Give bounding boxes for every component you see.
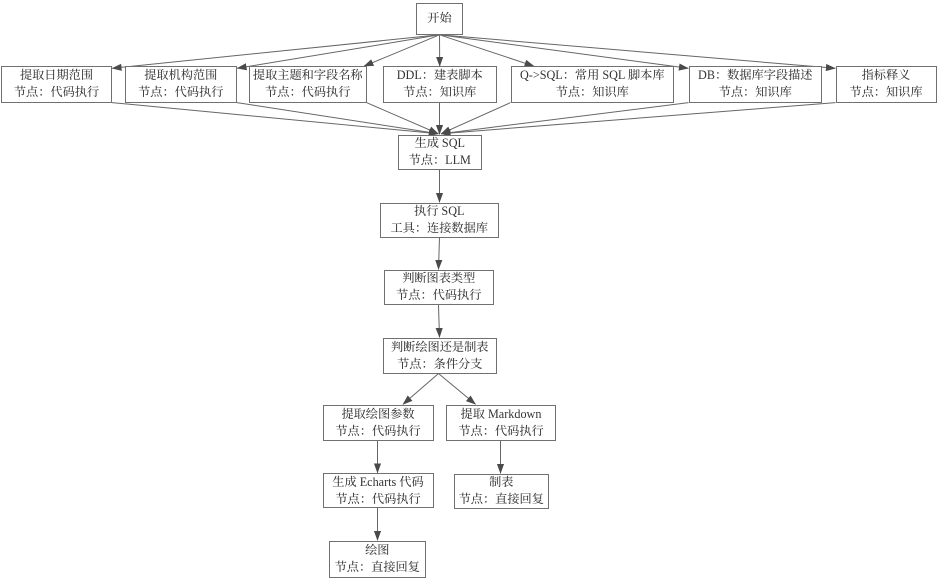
edge-extract-date-range-to-generate-sql (111, 102, 439, 137)
edge-judge-chart-type-to-judge-plot-or-table (435, 304, 443, 338)
node-extract-date-range-label-line2: 节点：代码执行 (13, 85, 100, 100)
node-make-table-label-line1: 制表 (489, 475, 514, 489)
node-draw-plot: 绘图 节点：直接回复 (329, 540, 426, 578)
node-extract-org-range-label-line2: 节点：代码执行 (138, 85, 224, 100)
node-extract-markdown: 提取 Markdown 节点：代码执行 (446, 404, 556, 441)
edge-start-to-metric-definition (439, 34, 836, 72)
node-generate-echarts: 生成 Echarts 代码 节点：代码执行 (322, 473, 434, 508)
node-make-table: 制表 节点：直接回复 (453, 473, 549, 509)
node-draw-plot-label-line2: 节点：直接回复 (334, 560, 420, 574)
node-qsql-library: Q->SQL：常用 SQL 脚本库 节点：知识库 (510, 66, 674, 103)
edge-start-to-extract-topic-fields (363, 34, 440, 67)
node-extract-plot-params-label-line1: 提取绘图参数 (341, 406, 415, 421)
node-execute-sql-label-line1: 执行 SQL (414, 204, 465, 218)
node-ddl-scripts-label-line1: DDL：建表脚本 (396, 68, 483, 83)
node-judge-chart-type-label-line1: 判断图表类型 (402, 271, 476, 286)
node-execute-sql: 执行 SQL 工具：连接数据库 (380, 202, 499, 238)
node-db-field-desc-label-line2: 节点：知识库 (718, 85, 792, 100)
node-judge-chart-type: 判断图表类型 节点：代码执行 (384, 269, 494, 305)
node-extract-plot-params: 提取绘图参数 节点：代码执行 (322, 404, 434, 441)
node-judge-plot-or-table: 判断绘图还是制表 节点：条件分支 (383, 337, 497, 374)
edge-start-to-qsql-library (439, 34, 535, 67)
node-draw-plot-label-line1: 绘图 (365, 543, 390, 557)
node-db-field-desc-label-line1: DB：数据库字段描述 (698, 68, 813, 83)
node-ddl-scripts: DDL：建表脚本 节点：知识库 (382, 66, 497, 103)
node-generate-echarts-label-line1: 生成 Echarts 代码 (332, 474, 424, 489)
node-extract-topic-fields-label-line2: 节点：代码执行 (265, 85, 351, 100)
node-extract-markdown-label-line2: 节点：代码执行 (458, 423, 544, 438)
node-extract-plot-params-label-line2: 节点：代码执行 (335, 423, 421, 438)
edge-judge-plot-or-table-to-extract-plot-params (402, 373, 439, 405)
edge-judge-plot-or-table-to-extract-markdown (438, 373, 476, 405)
node-extract-topic-fields: 提取主题和字段名称 节点：代码执行 (249, 66, 367, 103)
edge-start-to-extract-date-range (111, 34, 440, 71)
node-extract-org-range-label-line1: 提取机构范围 (144, 68, 218, 83)
node-start: 开始 (415, 2, 464, 35)
edge-execute-sql-to-judge-chart-type (435, 237, 443, 270)
node-judge-chart-type-label-line2: 节点：代码执行 (396, 288, 482, 303)
node-extract-date-range: 提取日期范围 节点：代码执行 (1, 66, 112, 103)
node-extract-date-range-label-line1: 提取日期范围 (19, 68, 94, 83)
edge-extract-topic-fields-to-generate-sql (366, 102, 439, 135)
node-generate-echarts-label-line2: 节点：代码执行 (335, 491, 421, 506)
node-judge-plot-or-table-label-line2: 节点：条件分支 (397, 356, 483, 371)
node-generate-sql: 生成 SQL 节点：LLM (397, 134, 482, 170)
node-extract-org-range: 提取机构范围 节点：代码执行 (124, 66, 237, 103)
node-metric-definition-label-line2: 节点：知识库 (849, 85, 923, 100)
node-generate-sql-label-line2: 节点：LLM (408, 153, 471, 168)
edge-metric-definition-to-generate-sql (440, 102, 836, 137)
node-qsql-library-label-line2: 节点：知识库 (555, 85, 629, 100)
node-ddl-scripts-label-line2: 节点：知识库 (403, 85, 477, 100)
edge-start-to-extract-org-range (236, 34, 440, 71)
node-judge-plot-or-table-label-line1: 判断绘图还是制表 (391, 339, 489, 354)
edge-start-to-db-field-desc (439, 34, 689, 71)
node-make-table-label-line2: 节点：直接回复 (458, 492, 544, 506)
node-start-label-line1: 开始 (427, 11, 452, 26)
node-extract-markdown-label-line1: 提取 Markdown (460, 406, 542, 421)
node-db-field-desc: DB：数据库字段描述 节点：知识库 (688, 66, 822, 103)
node-qsql-library-label-line1: Q->SQL：常用 SQL 脚本库 (519, 68, 665, 83)
node-metric-definition: 指标释义 节点：知识库 (835, 66, 937, 103)
edge-db-field-desc-to-generate-sql (440, 102, 689, 137)
node-execute-sql-label-line2: 工具：连接数据库 (390, 221, 489, 235)
edge-extract-org-range-to-generate-sql (236, 102, 439, 136)
edge-qsql-library-to-generate-sql (440, 102, 511, 135)
node-metric-definition-label-line1: 指标释义 (861, 68, 911, 83)
node-extract-topic-fields-label-line1: 提取主题和字段名称 (252, 68, 363, 83)
node-generate-sql-label-line1: 生成 SQL (414, 136, 465, 151)
